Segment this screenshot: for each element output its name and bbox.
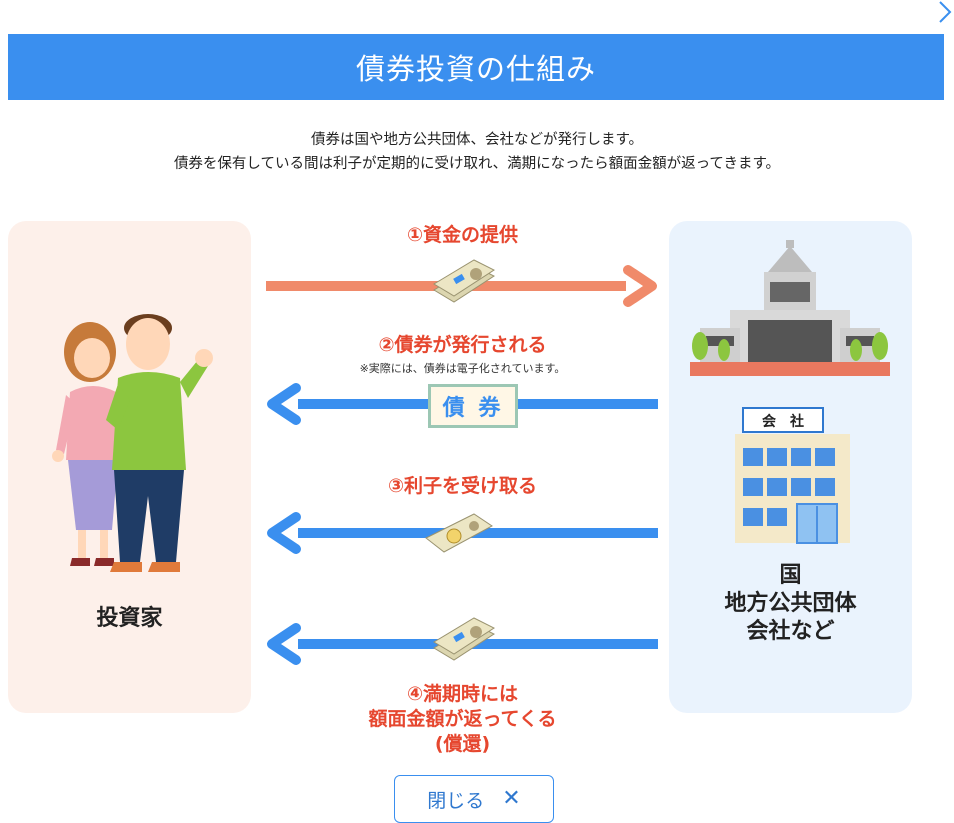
company-building-illustration (735, 407, 850, 544)
step-3-label: ③利子を受け取る (387, 475, 538, 497)
chevron-right-icon[interactable] (936, 0, 954, 24)
issuer-line-3: 会社など (746, 619, 835, 644)
step-2-note: ※実際には、債券は電子化されています。 (359, 362, 566, 375)
close-button[interactable]: 閉じる ✕ (394, 775, 554, 823)
intro-line-1: 債券は国や地方公共団体、会社などが発行します。 (310, 132, 644, 148)
government-building-illustration (690, 240, 890, 376)
company-sign: 会 社 (762, 414, 804, 430)
intro-text: 債券は国や地方公共団体、会社などが発行します。 債券を保有している間は利子が定期… (0, 128, 954, 176)
banknote-coin-icon (425, 513, 493, 553)
woman-figure (52, 322, 120, 566)
step-4-line-3: (償還) (434, 733, 491, 755)
close-x-icon: ✕ (502, 786, 521, 811)
issuer-label: 国 地方公共団体 会社など (669, 562, 912, 646)
money-bundle-icon (433, 259, 496, 303)
issuer-line-2: 地方公共団体 (724, 591, 857, 616)
investor-couple-illustration (52, 314, 213, 572)
close-button-label: 閉じる (427, 789, 485, 812)
man-figure (106, 314, 213, 572)
step-1-label: ①資金の提供 (406, 224, 519, 246)
intro-line-2: 債券を保有している間は利子が定期的に受け取れ、満期になったら額面金額が返ってきま… (173, 156, 781, 172)
money-bundle-icon-2 (433, 617, 496, 661)
bond-ticket: 債 券 (428, 384, 518, 428)
issuer-line-1: 国 (779, 563, 802, 588)
step-2-label: ②債券が発行される (378, 334, 547, 356)
step-4-line-2: 額面金額が返ってくる (368, 708, 557, 730)
step-4-label: ④満期時には 額面金額が返ってくる (償還) (270, 682, 655, 757)
page-title: 債券投資の仕組み (8, 34, 944, 100)
step-4-line-1: ④満期時には (406, 683, 519, 705)
investor-label: 投資家 (96, 606, 163, 631)
page-title-text: 債券投資の仕組み (355, 52, 596, 86)
bond-ticket-text: 債 券 (442, 396, 504, 421)
